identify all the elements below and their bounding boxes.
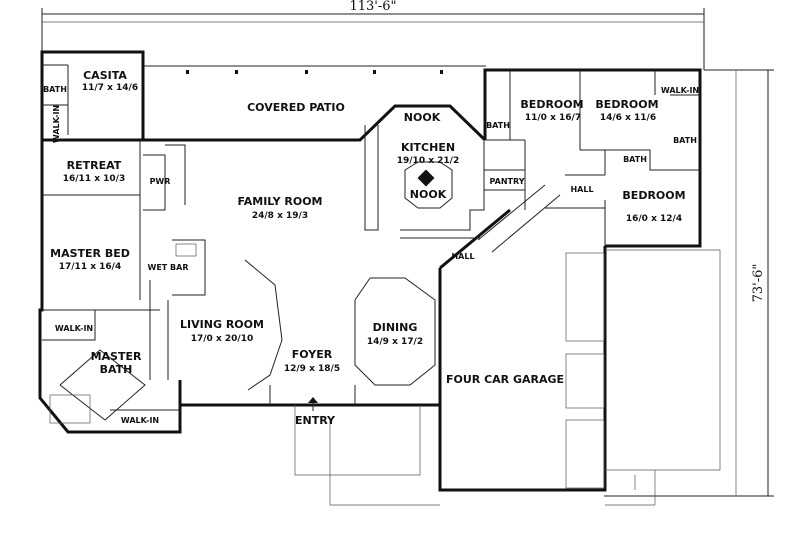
entry-porch [294,249,721,506]
retreat-label: RETREAT [67,159,122,172]
family-room-label: FAMILY ROOM [237,195,322,208]
casita-label: CASITA [83,69,127,82]
walkin-mb2-label: WALK-IN [121,416,159,425]
bedroom-1-dims: 11/0 x 16/7 [525,113,581,123]
nook-island-label: NOOK [410,188,447,201]
hall-upper-label: HALL [570,185,593,194]
overall-depth-label: 73'-6" [751,264,766,303]
casita-dims: 11/7 x 14/6 [82,83,138,93]
entry-label: ENTRY [295,414,336,427]
dining-dims: 14/9 x 17/2 [367,337,423,347]
overall-width-dimension: 113'-6" [41,0,705,70]
pwr-label: PWR [150,177,171,186]
walkin-br2-label: WALK-IN [661,86,699,95]
casita-walkin-label: WALK-IN [52,105,61,143]
overall-width-label: 113'-6" [349,0,396,14]
bedroom-2-dims: 14/6 x 11/6 [600,113,656,123]
foyer-dims: 12/9 x 18/5 [284,364,340,374]
interior-walls [42,64,700,424]
covered-patio-outline [143,65,486,74]
bedroom-2-label: BEDROOM [595,98,658,111]
wet-bar-label: WET BAR [148,263,189,272]
pantry-label: PANTRY [490,177,525,186]
bedroom-3-label: BEDROOM [622,189,685,202]
walkin-mb1-label: WALK-IN [55,324,93,333]
foyer-label: FOYER [292,348,333,361]
bath-a-label: BATH [486,121,510,130]
kitchen-dims: 19/10 x 21/2 [397,156,459,166]
casita-bath-label: BATH [43,85,67,94]
bath-b-label: BATH [673,136,697,145]
dining-label: DINING [373,321,418,334]
master-bath-label: MASTER [91,350,142,363]
nook-top-label: NOOK [404,111,441,124]
living-room-label: LIVING ROOM [180,318,264,331]
garage-doors [565,252,605,489]
covered-patio-label: COVERED PATIO [247,101,345,114]
master-bath-label-2: BATH [100,363,133,376]
garage-label: FOUR CAR GARAGE [446,373,564,386]
family-room-dims: 24/8 x 19/3 [252,211,308,221]
master-bed-label: MASTER BED [50,247,130,260]
bedroom-1-label: BEDROOM [520,98,583,111]
kitchen-label: KITCHEN [401,141,455,154]
hall-lower-label: HALL [451,252,474,261]
entry-arrow-icon [308,397,318,411]
living-room-dims: 17/0 x 20/10 [191,334,253,344]
room-labels: CASITA 11/7 x 14/6 BATH WALK-IN COVERED … [43,69,699,427]
bath-c-label: BATH [623,155,647,164]
retreat-dims: 16/11 x 10/3 [63,174,125,184]
overall-depth-dimension: 73'-6" [604,69,774,497]
master-bed-dims: 17/11 x 16/4 [59,262,121,272]
bedroom-3-dims: 16/0 x 12/4 [626,214,682,224]
